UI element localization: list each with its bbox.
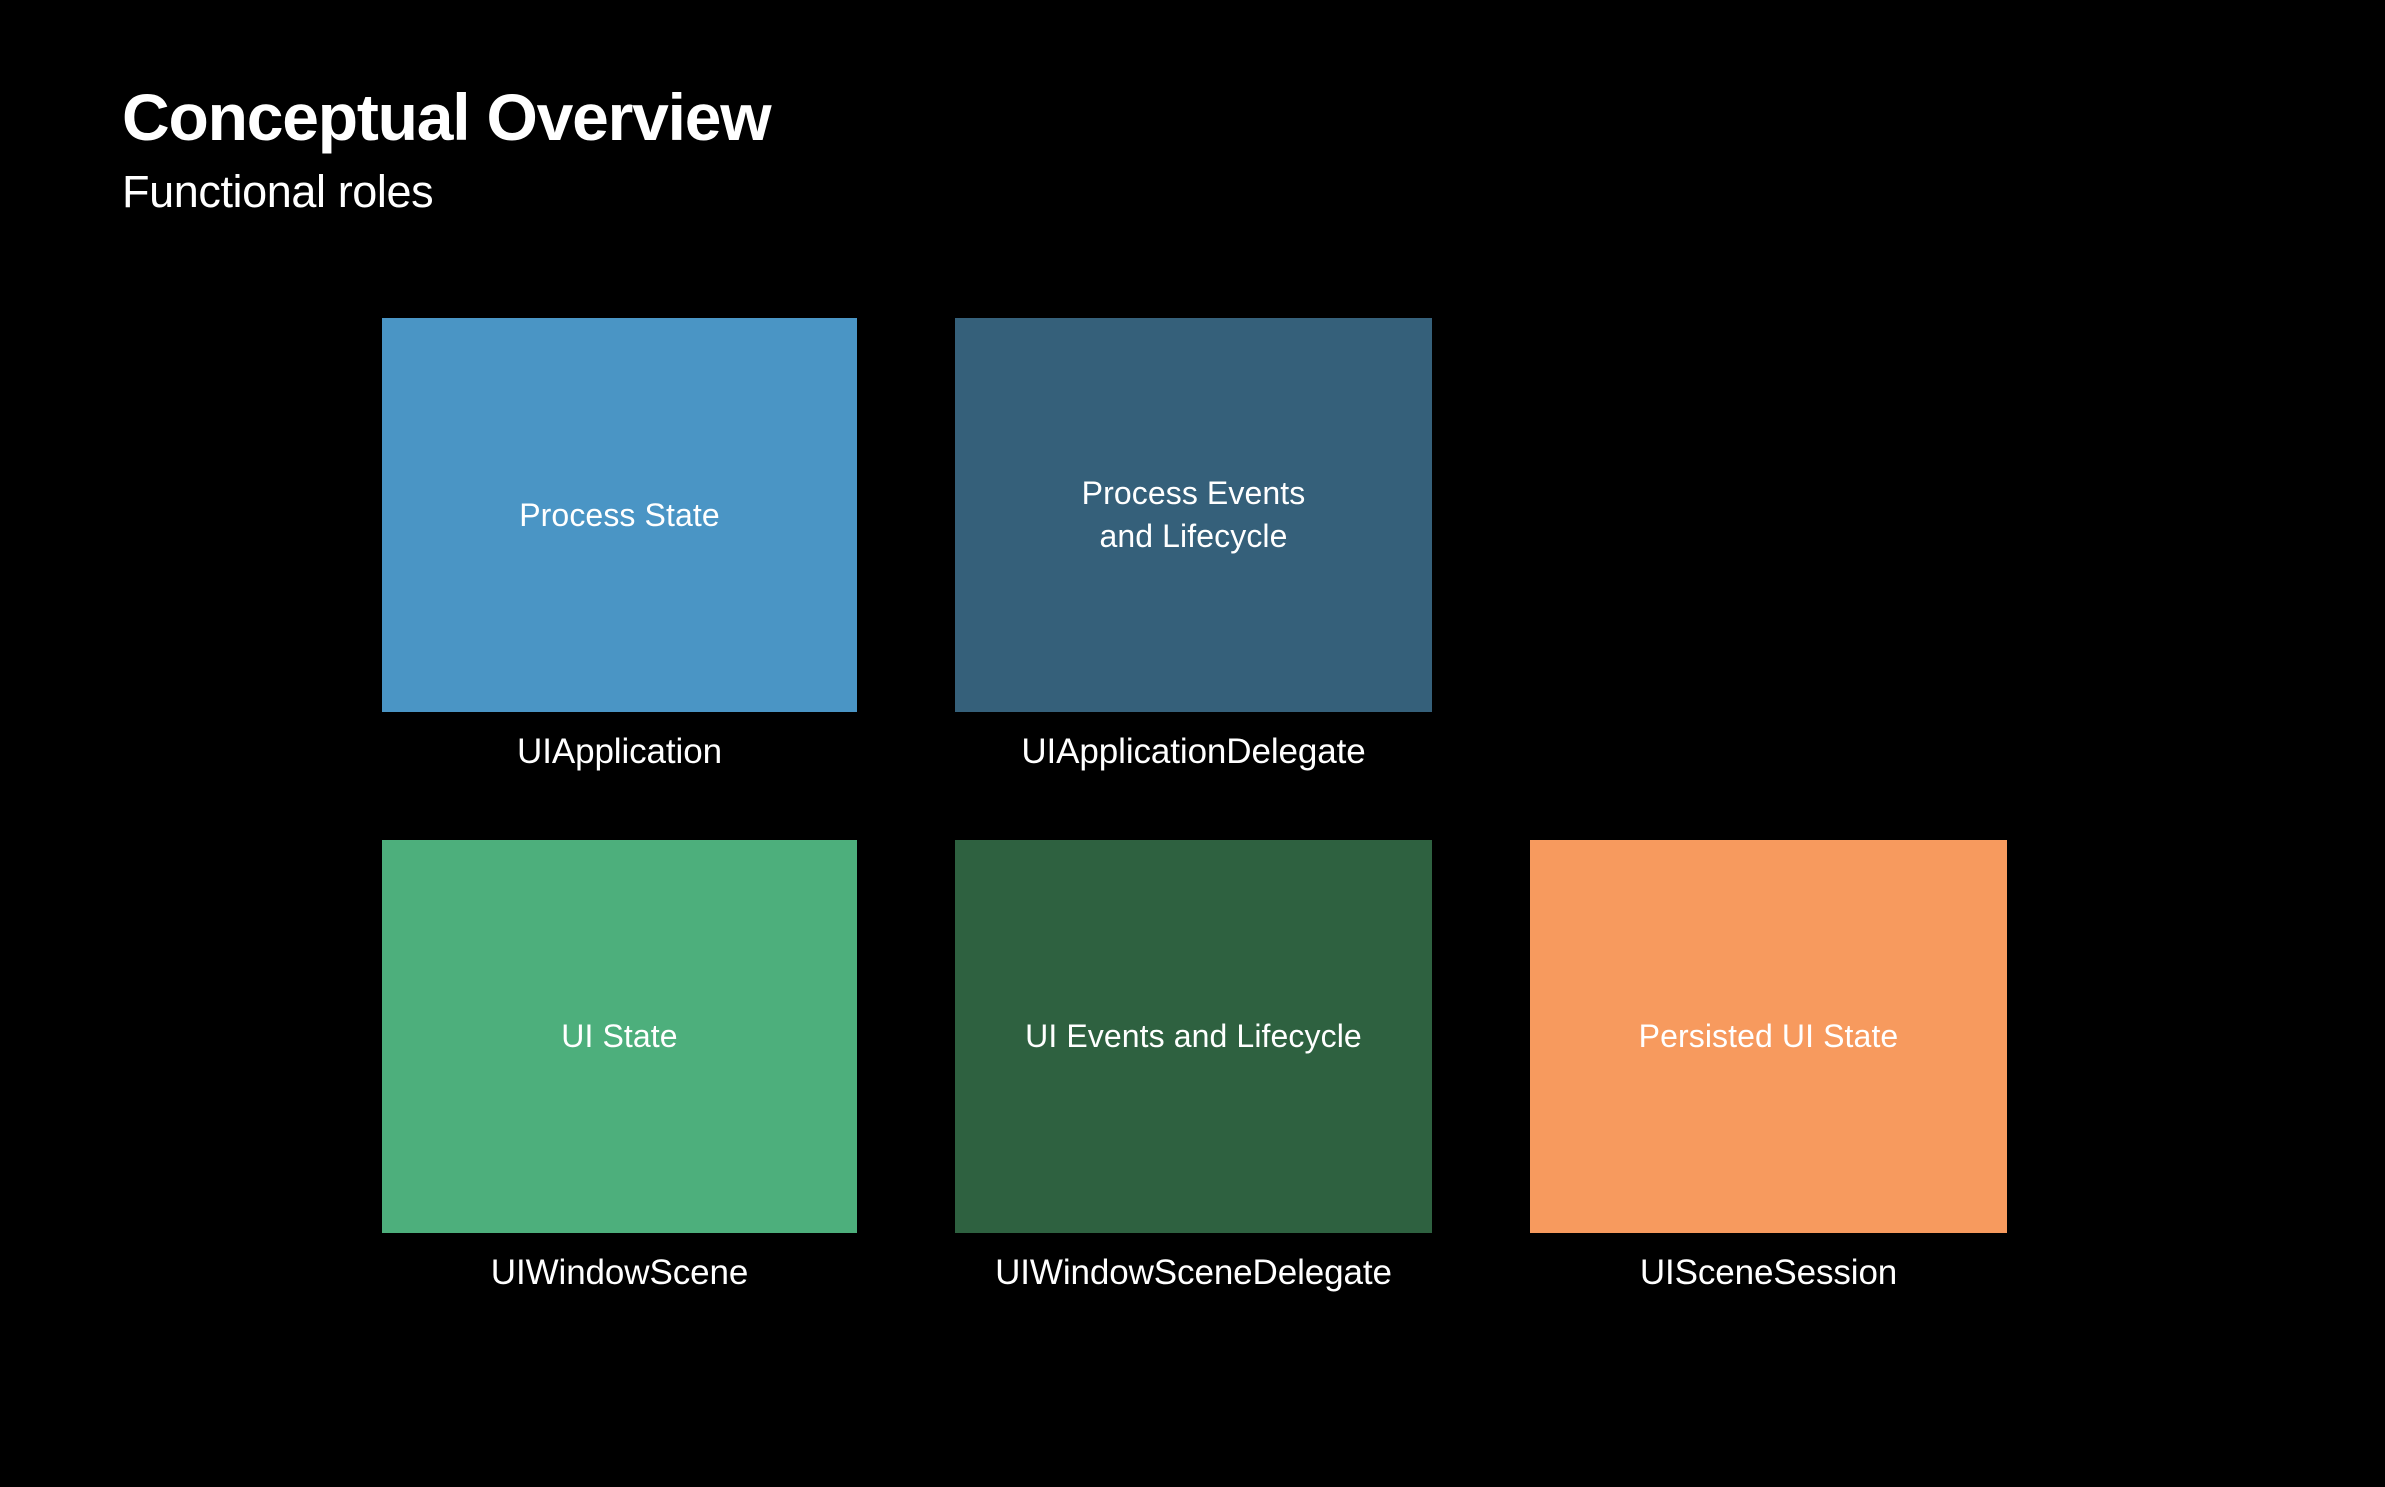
node-caption-uiapplication: UIApplication bbox=[517, 732, 722, 771]
node-role-label: UI Events and Lifecycle bbox=[1025, 1018, 1362, 1055]
diagram-node-uiapplication: Process State UIApplication bbox=[382, 318, 857, 772]
node-caption-uiwindowscene: UIWindowScene bbox=[490, 1253, 749, 1292]
diagram-node-uiwindowscenedelegate: UI Events and Lifecycle UIWindowSceneDel… bbox=[955, 840, 1432, 1293]
node-box-uiapplication: Process State bbox=[382, 318, 857, 712]
node-role-label: Process Events and Lifecycle bbox=[1081, 475, 1306, 554]
page-title: Conceptual Overview bbox=[122, 80, 772, 154]
node-caption-uiapplicationdelegate: UIApplicationDelegate bbox=[1021, 732, 1366, 771]
node-box-uiwindowscene: UI State bbox=[382, 840, 857, 1233]
node-role-label: UI State bbox=[561, 1018, 678, 1055]
node-caption-uiscenesession: UISceneSession bbox=[1639, 1253, 1898, 1292]
node-role-label: Process State bbox=[519, 496, 720, 533]
node-role-label: Persisted UI State bbox=[1638, 1018, 1899, 1055]
diagram-node-uiwindowscene: UI State UIWindowScene bbox=[382, 840, 857, 1293]
page-subtitle: Functional roles bbox=[122, 166, 434, 218]
node-caption-uiwindowscenedelegate: UIWindowSceneDelegate bbox=[995, 1253, 1392, 1292]
diagram-node-uiapplicationdelegate: Process Events and Lifecycle UIApplicati… bbox=[955, 318, 1432, 772]
node-box-uiscenesession: Persisted UI State bbox=[1530, 840, 2007, 1233]
diagram-node-uiscenesession: Persisted UI State UISceneSession bbox=[1530, 840, 2007, 1293]
slide-header: Conceptual Overview Functional roles bbox=[122, 80, 772, 218]
node-box-uiwindowscenedelegate: UI Events and Lifecycle bbox=[955, 840, 1432, 1233]
node-box-uiapplicationdelegate: Process Events and Lifecycle bbox=[955, 318, 1432, 712]
